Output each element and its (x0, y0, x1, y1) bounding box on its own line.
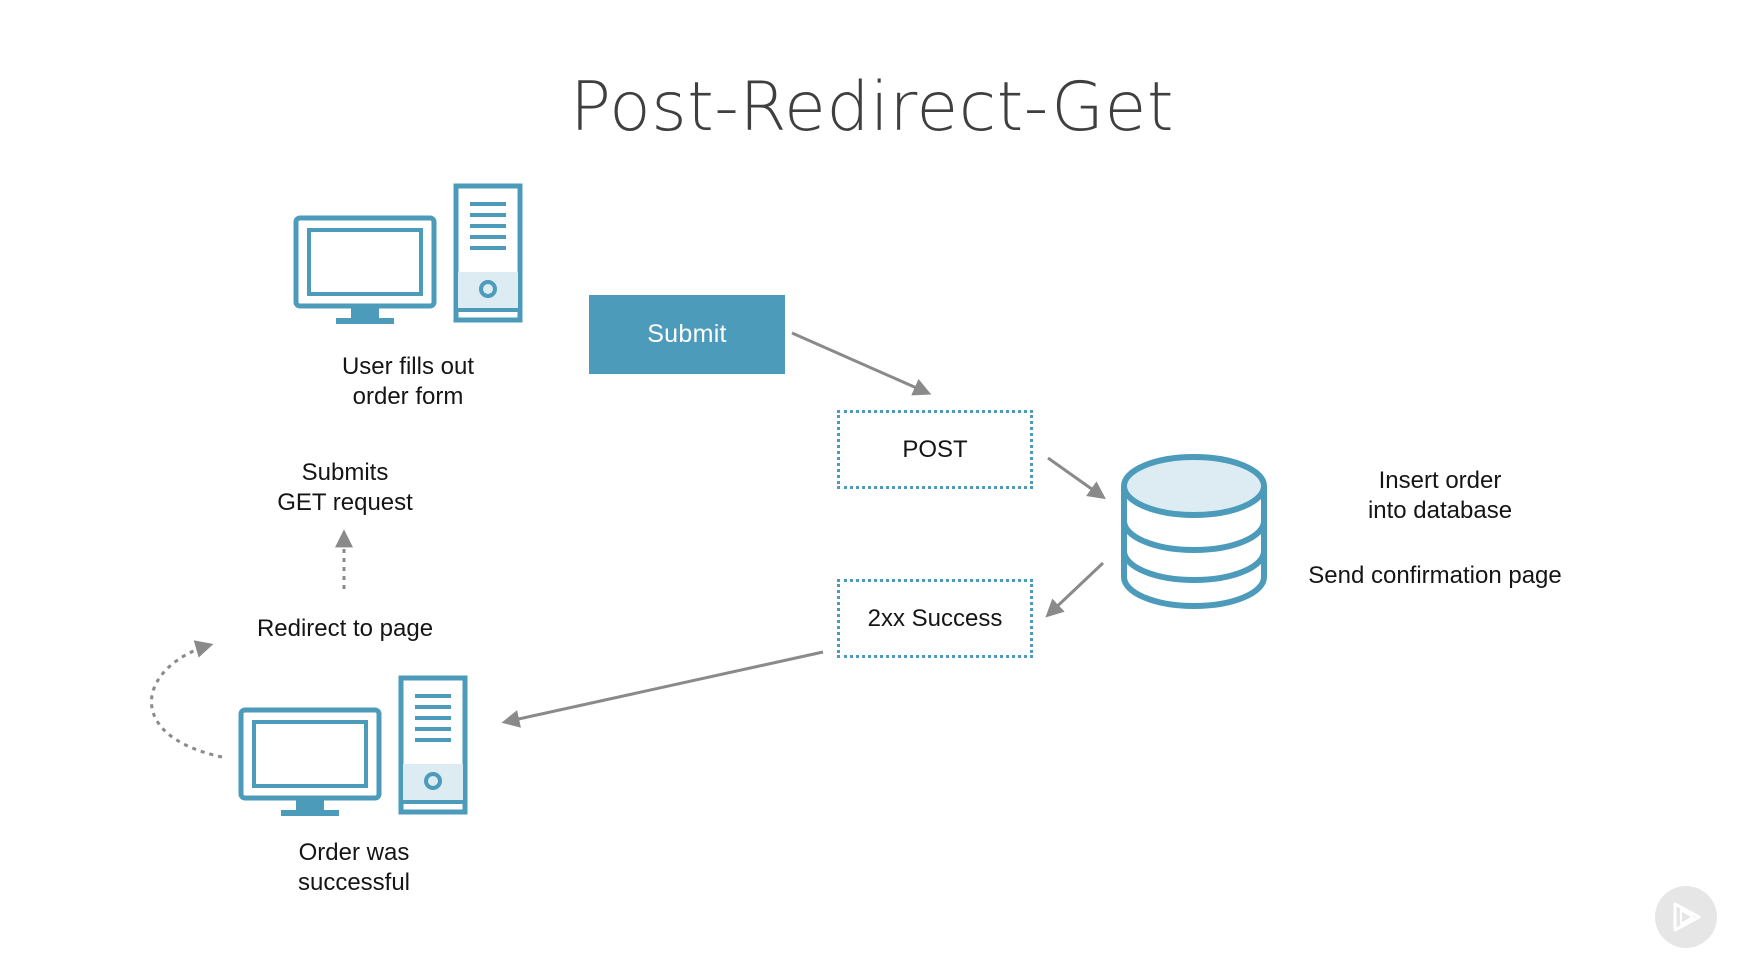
arrow-post-to-db (1047, 456, 1106, 500)
label-redirect-to-page: Redirect to page (256, 615, 434, 642)
label-send-confirmation-page: Send confirmation page (1308, 562, 1562, 589)
label-submits-get-request: Submits GET request (255, 458, 435, 518)
label-order-was-successful: Order was successful (264, 838, 444, 898)
arrow-submit-to-post (791, 331, 932, 396)
success-box: 2xx Success (837, 579, 1033, 658)
label-line: into database (1367, 497, 1513, 524)
label-line: User fills out (341, 353, 475, 380)
label-user-fills-order-form: User fills out order form (318, 352, 498, 412)
play-logo-icon[interactable] (1655, 886, 1717, 948)
label-insert-order-into-database: Insert order into database (1340, 466, 1540, 526)
label-line: Insert order (1378, 467, 1502, 494)
database-icon (1121, 454, 1267, 609)
arrow-user-to-redirect (150, 640, 223, 759)
label-line: Order was (298, 839, 410, 866)
arrow-success-to-user (501, 650, 824, 728)
arrow-db-to-success (1045, 561, 1105, 618)
play-logo-glyph-icon (1673, 902, 1701, 932)
desktop-computer-icon (293, 183, 523, 324)
page-title: Post-Redirect-Get (570, 68, 1174, 147)
submit-button[interactable]: Submit (589, 295, 785, 374)
post-box: POST (837, 410, 1033, 489)
desktop-computer-icon (238, 675, 468, 816)
label-line: Submits (301, 459, 389, 486)
label-line: order form (352, 383, 464, 410)
label-line: GET request (277, 489, 413, 516)
label-line: successful (297, 869, 411, 896)
